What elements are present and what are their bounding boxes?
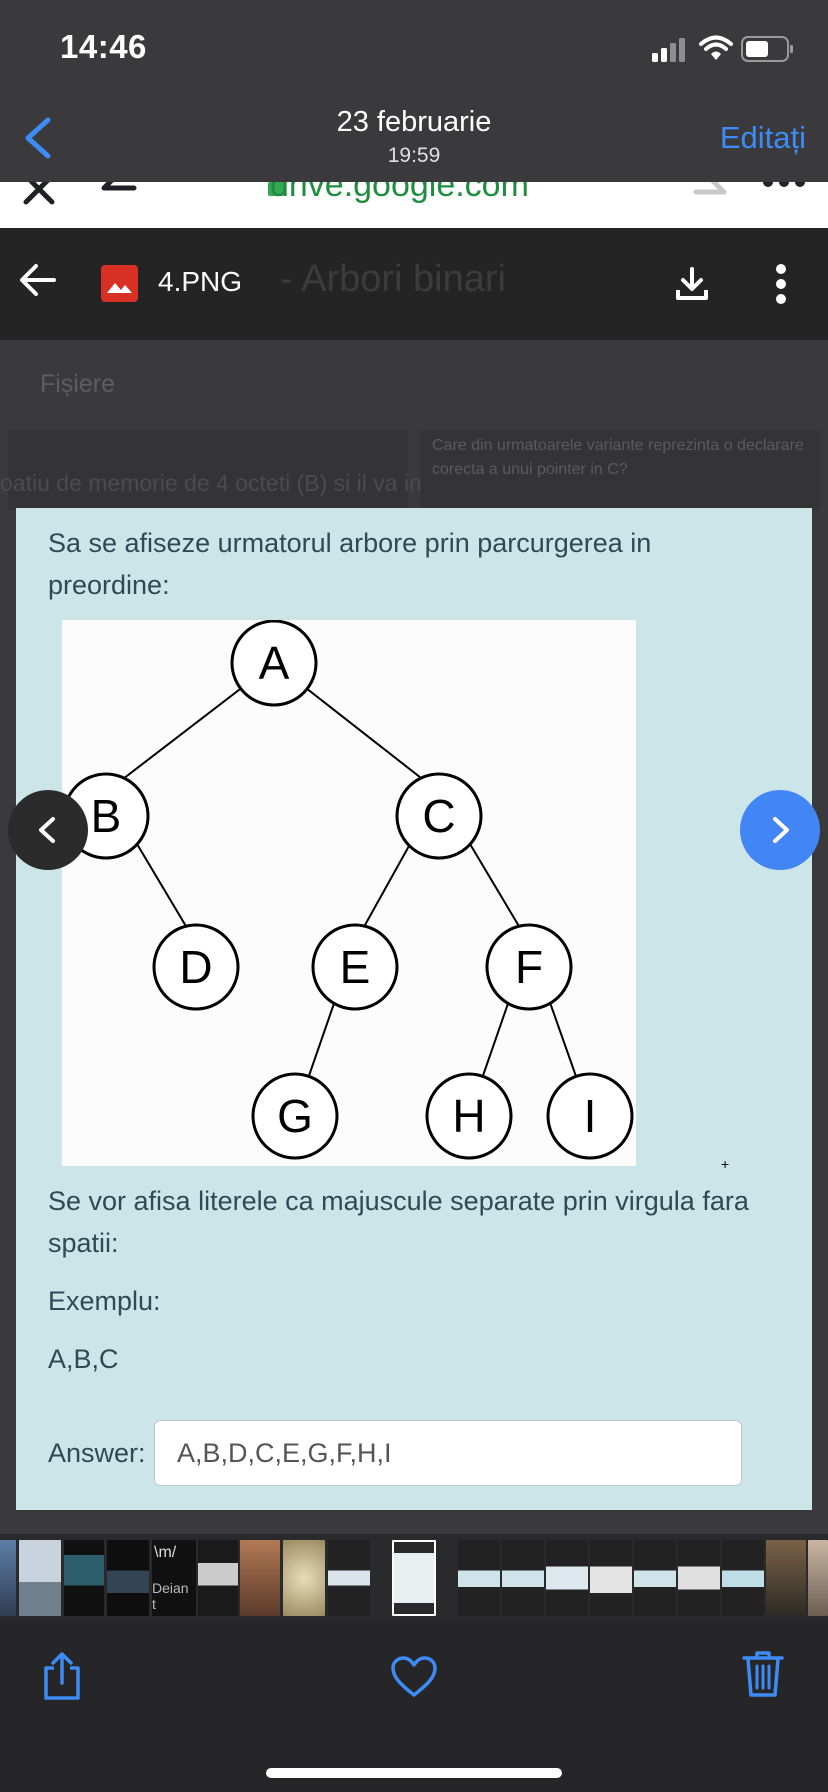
thumbnail-text: \m/ <box>154 1544 177 1561</box>
thumbnail[interactable] <box>634 1540 676 1616</box>
tree-node-c <box>395 772 483 860</box>
chevron-right-icon <box>773 817 789 843</box>
download-icon <box>676 267 708 300</box>
thumbnail[interactable] <box>808 1540 828 1616</box>
thumbnail[interactable] <box>0 1540 16 1616</box>
cursor-icon: + <box>721 1156 730 1172</box>
question-text: Sa se afiseze urmatorul arbore prin parc… <box>48 528 652 558</box>
browser-url: drive.google.com <box>270 182 529 204</box>
answer-input[interactable] <box>154 1420 742 1486</box>
thumbnail[interactable] <box>546 1540 588 1616</box>
tree-node-label: G <box>277 1090 313 1142</box>
drive-viewer-header: - Arbori binari 4.PNG <box>0 228 828 340</box>
home-indicator <box>266 1768 562 1778</box>
background-document-title: - Arbori binari <box>280 258 506 300</box>
thumbnail[interactable] <box>240 1540 280 1616</box>
tree-node-h <box>425 1072 513 1160</box>
thumbnail[interactable] <box>590 1540 632 1616</box>
tree-node-label: H <box>452 1090 485 1142</box>
thumbnail[interactable] <box>107 1540 149 1616</box>
thumbnail[interactable] <box>458 1540 500 1616</box>
tree-node-f <box>485 923 573 1011</box>
example-value: A,B,C <box>48 1344 119 1374</box>
instruction-text: Se vor afisa literele ca majuscule separ… <box>48 1186 749 1216</box>
tree-node-a <box>230 620 318 707</box>
tree-node-label: B <box>91 790 122 842</box>
more-vert-icon <box>776 264 786 304</box>
tree-node-label: E <box>340 941 371 993</box>
delete-button[interactable] <box>742 1650 784 1703</box>
share-button[interactable] <box>40 1652 84 1707</box>
heart-icon <box>391 1656 437 1697</box>
tree-node-label: A <box>259 637 290 689</box>
lock-icon <box>268 182 284 196</box>
thumbnail-strip[interactable]: \m/ Deian t <box>0 1534 828 1622</box>
tree-node-g <box>251 1072 339 1160</box>
tree-node-i <box>546 1072 634 1160</box>
binary-tree-diagram: A B C D E F G H I <box>62 620 636 1166</box>
thumbnail[interactable] <box>502 1540 544 1616</box>
tree-node-label: I <box>584 1090 597 1142</box>
tree-node-d <box>152 923 240 1011</box>
trash-icon <box>742 1651 784 1697</box>
browser-toolbar: drive.google.com <box>0 182 828 228</box>
thumbnail[interactable] <box>64 1540 104 1616</box>
more-horiz-icon <box>763 182 805 187</box>
share-icon <box>44 1652 80 1700</box>
thumbnail[interactable] <box>19 1540 61 1616</box>
instruction-text: spatii: <box>48 1228 119 1258</box>
file-name: 4.PNG <box>158 266 243 297</box>
thumbnail[interactable] <box>198 1540 238 1616</box>
status-bar: 14:46 <box>0 0 828 98</box>
tree-node-label: F <box>515 941 543 993</box>
thumbnail[interactable] <box>766 1540 806 1616</box>
bottom-toolbar <box>0 1622 828 1792</box>
background-text: Care din urmatoarele variante reprezinta… <box>432 437 804 478</box>
download-button[interactable] <box>674 266 710 307</box>
tree-node-label: C <box>422 790 455 842</box>
thumbnail[interactable]: \m/ Deian t <box>152 1540 196 1616</box>
question-card: Sa se afiseze urmatorul arbore prin parc… <box>16 508 812 1510</box>
edit-button[interactable]: Editați <box>719 120 806 155</box>
nav-date-title: 23 februarie <box>336 106 492 138</box>
more-options-button[interactable] <box>775 264 787 309</box>
image-file-icon <box>101 265 138 302</box>
viewer-back-button[interactable] <box>18 262 58 303</box>
thumbnail[interactable] <box>328 1540 370 1616</box>
background-card <box>8 430 408 510</box>
tree-node-label: D <box>179 941 212 993</box>
chevron-left-icon <box>25 117 51 159</box>
status-time: 14:46 <box>60 28 147 65</box>
back-button[interactable] <box>18 110 66 166</box>
battery-icon <box>741 36 793 62</box>
example-label: Exemplu: <box>48 1286 161 1316</box>
thumbnail[interactable] <box>722 1540 764 1616</box>
close-icon <box>23 182 55 205</box>
favorite-button[interactable] <box>390 1656 438 1703</box>
background-text: oatiu de memorie de 4 octeti (B) si il v… <box>0 470 422 496</box>
arrow-left-icon <box>20 264 56 296</box>
question-text: preordine: <box>48 570 170 600</box>
previous-image-button[interactable] <box>8 790 88 870</box>
wifi-icon <box>699 35 733 60</box>
nav-time-subtitle: 19:59 <box>387 144 441 167</box>
arrow-right-icon <box>693 182 727 195</box>
tree-node-e <box>311 923 399 1011</box>
answer-label: Answer: <box>48 1438 146 1468</box>
background-section-label: Fișiere <box>40 370 116 398</box>
photos-nav-bar: 23 februarie 19:59 Editați <box>0 98 828 182</box>
signal-icon <box>652 38 685 62</box>
chevron-left-icon <box>39 817 55 843</box>
background-card <box>420 430 820 510</box>
next-image-button[interactable] <box>740 790 820 870</box>
thumbnail[interactable] <box>678 1540 720 1616</box>
arrow-left-icon <box>101 182 137 191</box>
thumbnail-text: Deian t <box>152 1580 189 1612</box>
thumbnail[interactable] <box>283 1540 325 1616</box>
thumbnail[interactable] <box>392 1540 436 1616</box>
